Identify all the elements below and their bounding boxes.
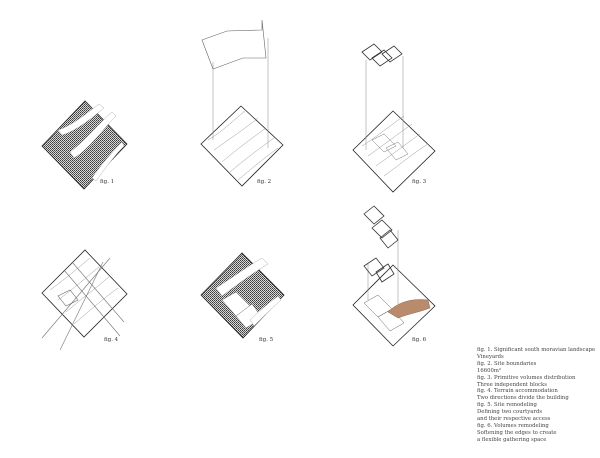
legend-line: fig. 6. Volumes remodeling: [477, 422, 549, 429]
fig2-diagram: [200, 19, 284, 187]
fig5-label: fig. 5: [259, 337, 274, 343]
legend-line: Defining two courtyards: [477, 409, 543, 416]
legend-line: Three independent blocks: [477, 381, 547, 388]
fig5-diagram: [200, 252, 285, 339]
fig6-diagram: [352, 205, 436, 347]
fig2-label: fig. 2: [257, 179, 272, 185]
legend-line: Softening the edges to create: [477, 429, 557, 436]
fig1-diagram: [41, 100, 128, 190]
legend-line: Two directions divide the building: [477, 395, 569, 402]
fig4-diagram: [41, 249, 128, 351]
fig6-label: fig. 6: [412, 337, 427, 343]
fig3-diagram: [352, 43, 436, 193]
legend-line: a flexible gathering space: [477, 436, 547, 443]
legend-line: fig. 5. Site remodeling: [477, 402, 537, 409]
figure-legend: fig. 1. Significant south moravian lands…: [477, 347, 595, 444]
legend-line: fig. 2. Site boundaries: [477, 360, 537, 367]
legend-line: fig. 4. Terrain accommodation: [477, 388, 558, 395]
legend-line: and their respective access: [477, 416, 551, 423]
legend-line: fig. 1. Significant south moravian lands…: [477, 347, 596, 353]
fig4-label: fig. 4: [104, 337, 119, 343]
legend-line: fig. 3. Primitive volumes distribution: [477, 374, 576, 381]
hand-image: [387, 299, 431, 319]
fig1-label: fig. 1: [100, 179, 115, 185]
legend-line: 16600m²: [477, 367, 501, 374]
legend-line: Vineyards: [477, 353, 504, 360]
fig3-label: fig. 3: [412, 179, 427, 185]
